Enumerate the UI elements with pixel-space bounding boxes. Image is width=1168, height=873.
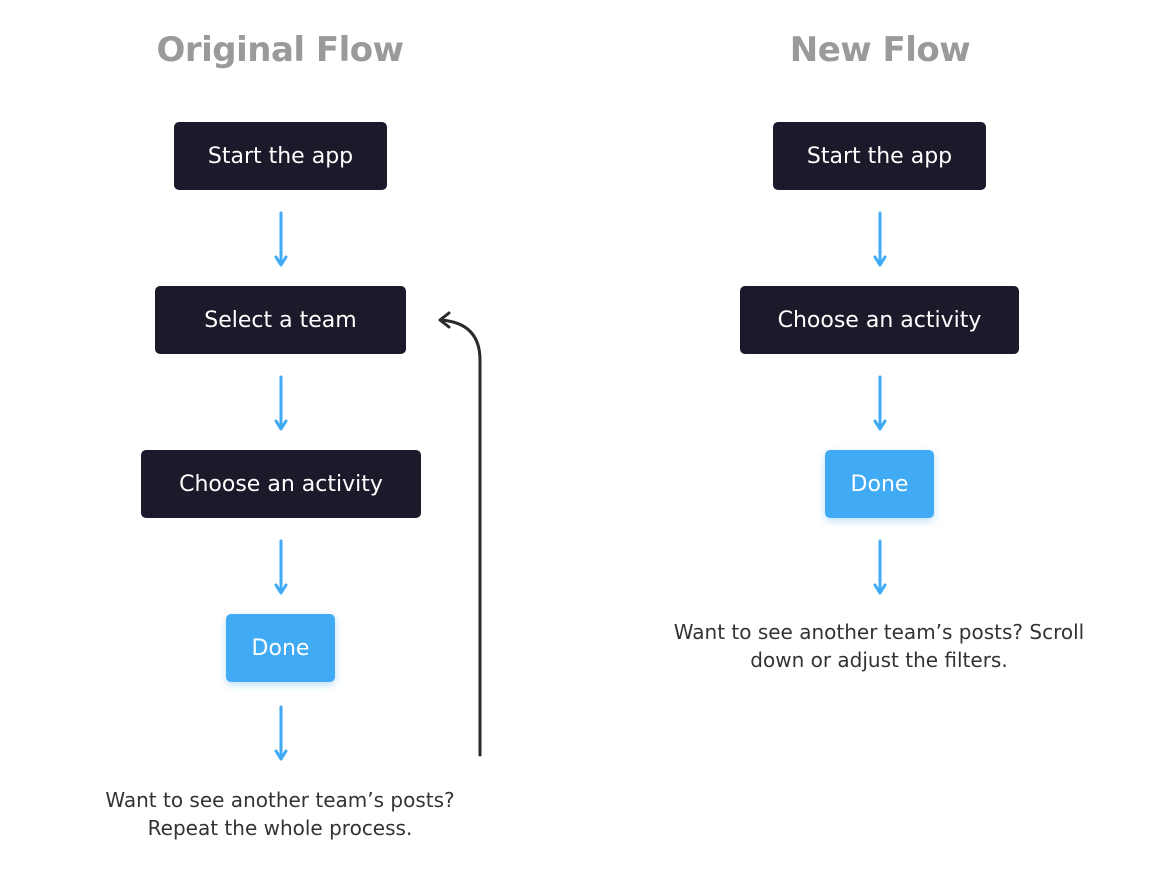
new-flow-note: Want to see another team’s posts? Scroll… bbox=[619, 618, 1139, 674]
loop-back-arrow bbox=[438, 311, 482, 757]
new-step-start-the-app: Start the app bbox=[773, 122, 986, 190]
new-flow-note-line-2: down or adjust the filters. bbox=[750, 648, 1008, 672]
new-step-done: Done bbox=[825, 450, 934, 518]
original-arrow-1 bbox=[274, 211, 288, 267]
original-step-start-the-app: Start the app bbox=[174, 122, 387, 190]
original-step-done: Done bbox=[226, 614, 335, 682]
original-flow-title: Original Flow bbox=[156, 30, 404, 70]
new-arrow-3 bbox=[873, 539, 887, 595]
new-flow-note-line-1: Want to see another team’s posts? Scroll bbox=[673, 620, 1085, 644]
new-flow-title: New Flow bbox=[789, 30, 971, 70]
original-flow-note: Want to see another team’s posts? Repeat… bbox=[40, 786, 520, 842]
original-arrow-3 bbox=[274, 539, 288, 595]
original-arrow-4 bbox=[274, 705, 288, 761]
original-step-select-a-team: Select a team bbox=[155, 286, 406, 354]
original-arrow-2 bbox=[274, 375, 288, 431]
original-flow-note-line-2: Repeat the whole process. bbox=[147, 816, 413, 840]
new-step-choose-an-activity: Choose an activity bbox=[740, 286, 1019, 354]
new-arrow-1 bbox=[873, 211, 887, 267]
original-flow-note-line-1: Want to see another team’s posts? bbox=[105, 788, 455, 812]
new-arrow-2 bbox=[873, 375, 887, 431]
original-step-choose-an-activity: Choose an activity bbox=[141, 450, 421, 518]
